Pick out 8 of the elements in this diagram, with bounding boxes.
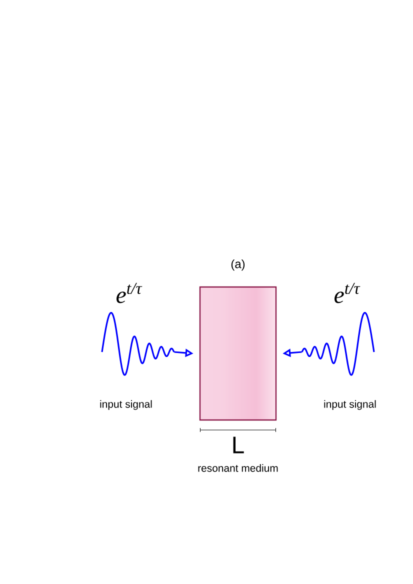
panel-label: (a) [231,259,245,271]
dimension-label: L [233,436,244,454]
signal-label: input signal [324,400,376,410]
medium-box [199,286,277,421]
signal-label: input signal [100,400,152,410]
medium-label: resonant medium [198,464,278,472]
formula: e$^{t/τ}$ [116,282,142,304]
formula: e$^{t/τ}$ [334,282,360,304]
